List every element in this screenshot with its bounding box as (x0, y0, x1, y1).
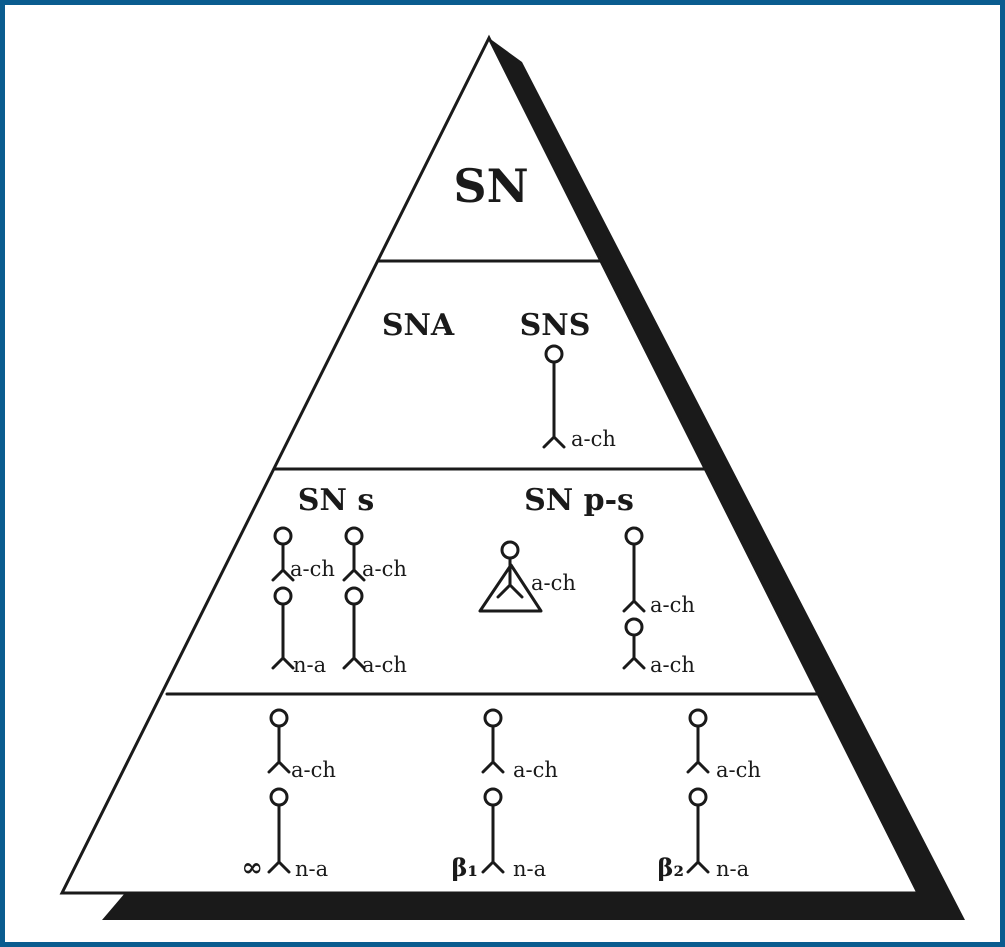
neuron-figure (267, 708, 291, 874)
neuron-figure (622, 526, 646, 670)
neuron-label: n-a (513, 857, 546, 881)
group-symbol: β₂ (658, 853, 684, 882)
tier3-right-title: SN p-s (524, 483, 634, 518)
tier3-left-title: SN s (298, 483, 374, 518)
neuron-label: a-ch (291, 758, 336, 782)
neuron-label: a-ch (650, 653, 695, 677)
tier1-title: SN (453, 159, 528, 213)
neuron-figure (481, 708, 505, 874)
neuron-label: a-ch (716, 758, 761, 782)
tier2-left-title: SNA (382, 308, 455, 343)
tier2-right-title: SNS (520, 308, 591, 343)
group-symbol: β₁ (452, 853, 478, 882)
neuron-label: a-ch (531, 571, 576, 595)
triangle-neuron-figure (478, 540, 543, 613)
neuron-label: a-ch (513, 758, 558, 782)
group-symbol: ∞ (241, 853, 263, 883)
neuron-figure (342, 526, 366, 670)
neuron-figure (542, 344, 566, 449)
neuron-label: a-ch (290, 557, 335, 581)
neuron-label: a-ch (362, 557, 407, 581)
neuron-label: a-ch (650, 593, 695, 617)
neuron-label: a-ch (571, 427, 616, 451)
neuron-label: n-a (716, 857, 749, 881)
neuron-label: a-ch (362, 653, 407, 677)
neuron-figure (686, 708, 710, 874)
neuron-label: n-a (295, 857, 328, 881)
neuron-label: n-a (293, 653, 326, 677)
neuron-figure (271, 526, 295, 670)
pyramid-outline (59, 34, 921, 895)
